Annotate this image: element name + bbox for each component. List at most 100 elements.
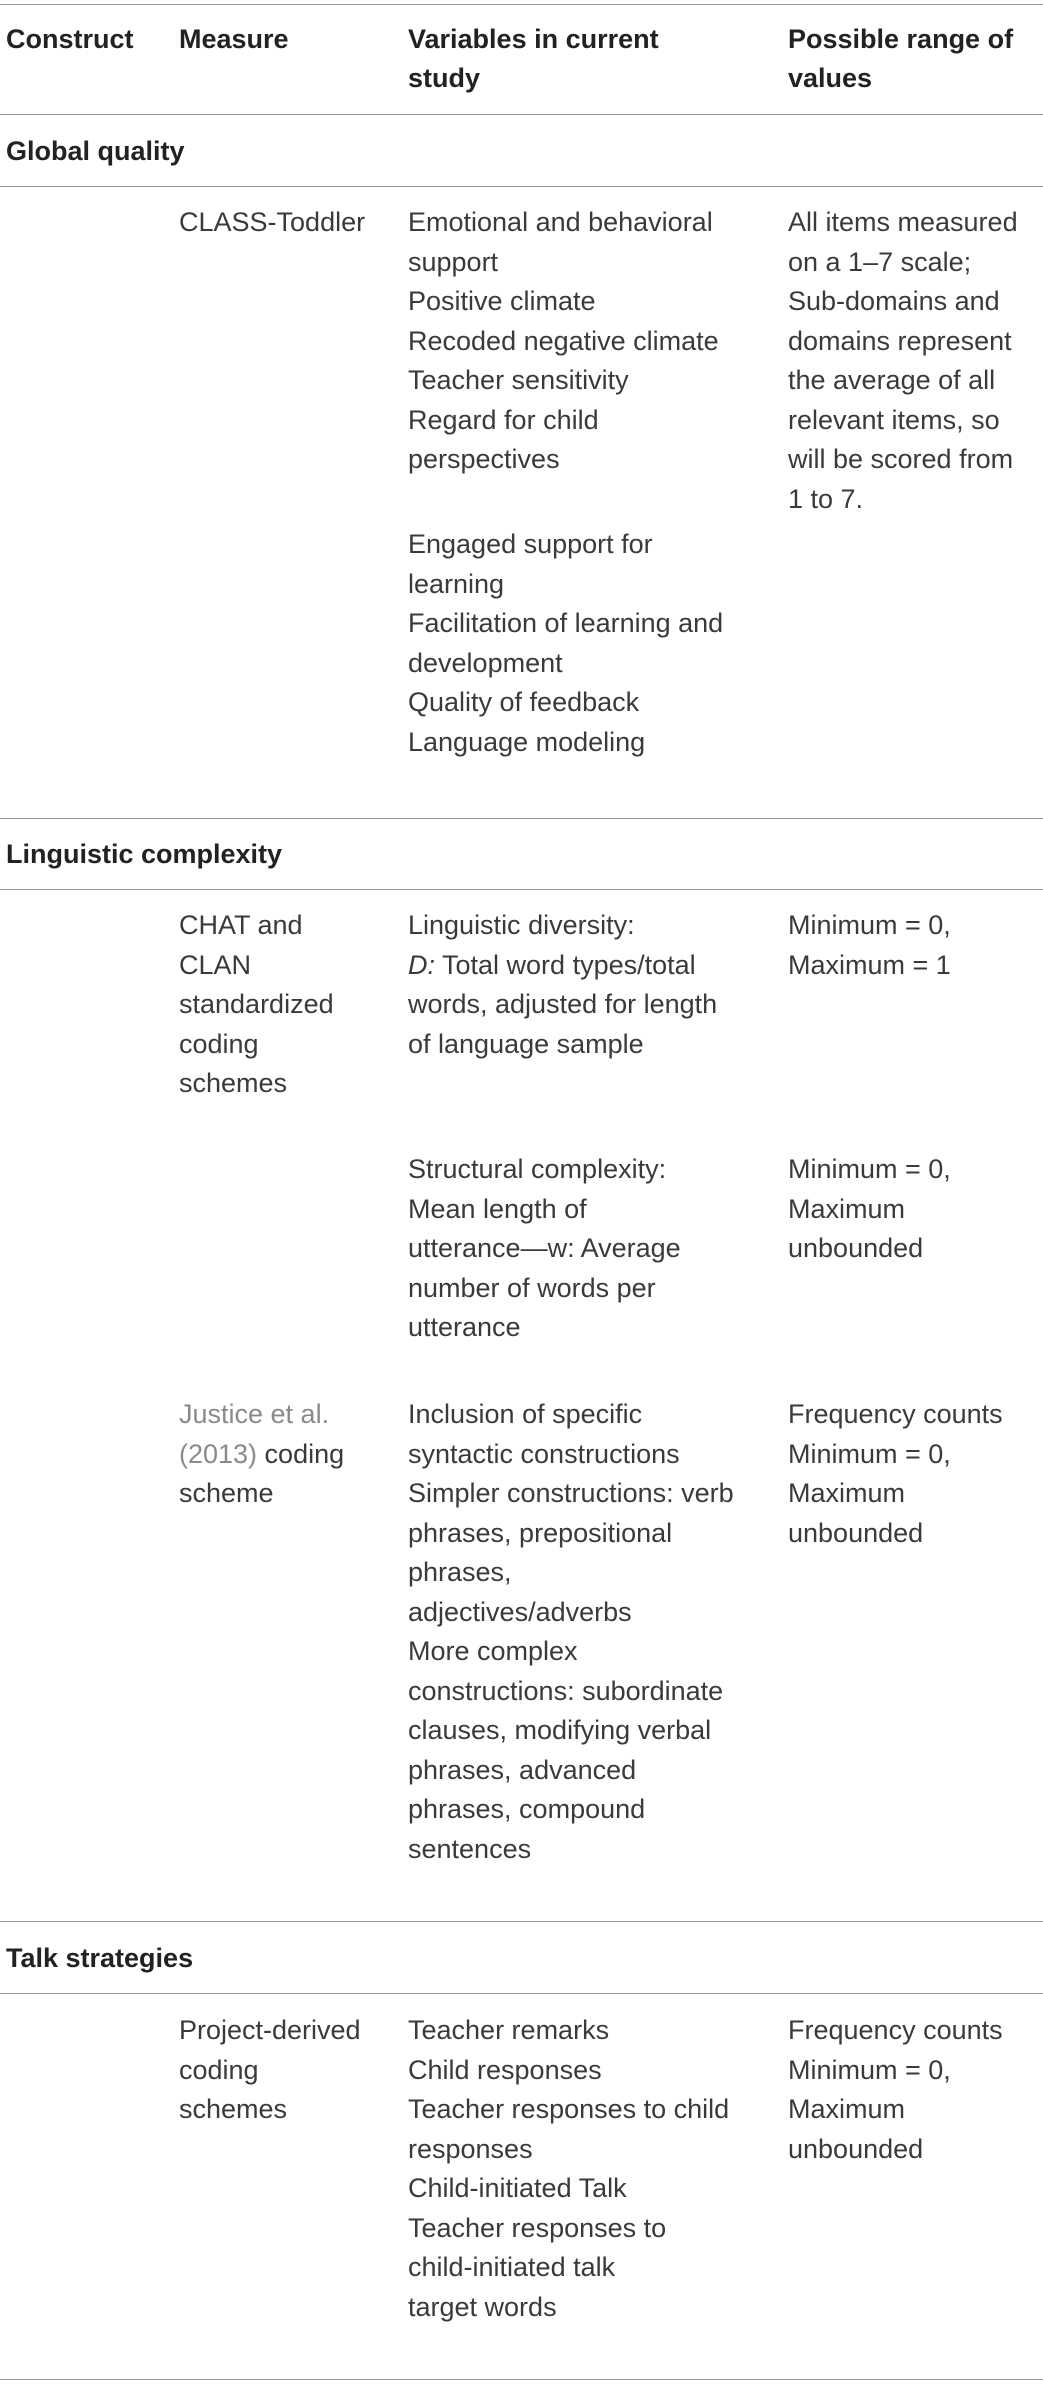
measure-line: CLAN: [179, 949, 252, 980]
variable-line: words, adjusted for length: [408, 989, 718, 1019]
variable-line: Linguistic diversity:: [408, 910, 635, 940]
header-variables-line2: study: [408, 63, 481, 93]
header-range-line1: Possible range of: [788, 24, 1014, 54]
range-line: Maximum: [788, 2094, 906, 2124]
measure-line: standardized: [179, 989, 334, 1019]
variable-line: Emotional and behavioral: [408, 207, 713, 237]
measure-justice-scheme: Justice et al. (2013) coding scheme: [179, 1395, 344, 1514]
header-measure-label: Measure: [179, 24, 289, 54]
measure-line: CHAT and: [179, 910, 303, 940]
header-variables: Variables in current study: [408, 20, 659, 98]
range-line: Sub-domains and: [788, 286, 1000, 316]
variable-line: Teacher sensitivity: [408, 365, 629, 395]
variable-line: learning: [408, 568, 505, 599]
section-rule-talk-strategies: [0, 1993, 1043, 1994]
variable-line: Teacher responses to child: [408, 2094, 730, 2124]
variable-line: constructions: subordinate: [408, 1675, 724, 1706]
range-line: Minimum = 0,: [788, 1154, 951, 1184]
variable-line: phrases, advanced: [408, 1754, 637, 1785]
variables-linguistic-diversity: Linguistic diversity: D: Total word type…: [408, 906, 717, 1064]
range-class-toddler: All items measured on a 1–7 scale; Sub-d…: [788, 203, 1018, 519]
measure-project-derived: Project-derived coding schemes: [179, 2011, 361, 2130]
header-measure: Measure: [179, 20, 289, 59]
measure-class-toddler: CLASS-Toddler: [179, 203, 365, 243]
range-linguistic-diversity: Minimum = 0, Maximum = 1: [788, 906, 951, 985]
variable-line: clauses, modifying verbal: [408, 1715, 712, 1745]
variable-line: phrases,: [408, 1557, 512, 1587]
range-line: Frequency counts: [788, 2015, 1003, 2045]
variable-line: Positive climate: [408, 286, 596, 316]
variable-line: number of words per: [408, 1272, 656, 1303]
variable-line: Quality of feedback: [408, 687, 640, 717]
variable-line: responses: [408, 2133, 533, 2164]
range-line: domains represent: [788, 325, 1012, 356]
variable-line: adjectives/adverbs: [408, 1596, 632, 1627]
variables-engaged-support: Engaged support for learning Facilitatio…: [408, 525, 723, 762]
header-rule: [0, 114, 1043, 115]
header-range: Possible range of values: [788, 20, 1013, 98]
bottom-rule: [0, 2379, 1043, 2380]
variable-line: More complex: [408, 1636, 578, 1666]
range-line: All items measured: [788, 207, 1018, 237]
range-line: Frequency counts: [788, 1399, 1003, 1429]
variable-line: perspectives: [408, 444, 560, 474]
variable-line: Simpler constructions: verb: [408, 1478, 734, 1508]
measure-line: schemes: [179, 2094, 288, 2124]
header-construct: Construct: [6, 20, 134, 59]
variable-line: utterance—w: Average: [408, 1233, 681, 1263]
measure-line: coding: [179, 2054, 259, 2085]
variable-line: D: Total word types/total: [408, 946, 717, 986]
header-construct-label: Construct: [6, 24, 134, 54]
variable-line: Teacher remarks: [408, 2015, 610, 2045]
variable-line: phrases, compound: [408, 1794, 646, 1824]
range-line: Maximum: [788, 1478, 906, 1508]
variable-line: Mean length of: [408, 1193, 587, 1224]
measure-line: (2013) coding: [179, 1435, 344, 1475]
variable-line: Engaged support for: [408, 529, 653, 559]
range-line: unbounded: [788, 1517, 924, 1548]
range-line: Maximum = 1: [788, 949, 951, 980]
section-title-talk-strategies: Talk strategies: [6, 1943, 194, 1973]
variable-line: Inclusion of specific: [408, 1399, 643, 1429]
range-line: relevant items, so: [788, 404, 1000, 435]
top-rule: [0, 4, 1043, 5]
range-line: Minimum = 0,: [788, 1438, 951, 1469]
variable-line: Language modeling: [408, 726, 646, 757]
header-range-line2: values: [788, 63, 873, 93]
measure-class-toddler-label: CLASS-Toddler: [179, 207, 366, 237]
range-line: Minimum = 0,: [788, 910, 951, 940]
variable-line: target words: [408, 2291, 557, 2322]
measure-line: scheme: [179, 1478, 274, 1508]
range-line: Minimum = 0,: [788, 2054, 951, 2085]
citation-year[interactable]: (2013): [179, 1438, 258, 1469]
variable-line: Recoded negative climate: [408, 325, 719, 356]
variables-talk-strategies: Teacher remarks Child responses Teacher …: [408, 2011, 729, 2327]
variable-line: Facilitation of learning and: [408, 608, 724, 638]
section-end-rule-global-quality: [0, 818, 1043, 819]
range-syntactic-constructions: Frequency counts Minimum = 0, Maximum un…: [788, 1395, 1003, 1553]
variable-line: support: [408, 246, 499, 277]
variables-structural-complexity: Structural complexity: Mean length of ut…: [408, 1150, 681, 1348]
section-end-rule-linguistic-complexity: [0, 1921, 1043, 1922]
range-line: unbounded: [788, 2133, 924, 2164]
measure-line: schemes: [179, 1068, 288, 1098]
variable-line: utterance: [408, 1312, 521, 1342]
range-line: Maximum: [788, 1193, 906, 1224]
variable-line: syntactic constructions: [408, 1438, 680, 1469]
citation-justice-et-al[interactable]: Justice et al.: [179, 1399, 330, 1429]
range-line: the average of all: [788, 365, 996, 395]
variable-line: sentences: [408, 1833, 532, 1864]
d-symbol: D:: [408, 949, 435, 980]
variable-line: Teacher responses to: [408, 2212, 667, 2243]
variable-line: of language sample: [408, 1028, 644, 1059]
header-variables-line1: Variables in current: [408, 24, 659, 54]
measure-chat-clan: CHAT and CLAN standardized coding scheme…: [179, 906, 334, 1104]
range-line: on a 1–7 scale;: [788, 246, 972, 277]
measure-line-rest: coding: [257, 1438, 345, 1469]
variable-line: Child-initiated Talk: [408, 2173, 627, 2203]
section-rule-global-quality: [0, 186, 1043, 187]
section-title-global-quality: Global quality: [6, 136, 185, 166]
range-structural-complexity: Minimum = 0, Maximum unbounded: [788, 1150, 951, 1269]
variable-line: Structural complexity:: [408, 1154, 667, 1184]
